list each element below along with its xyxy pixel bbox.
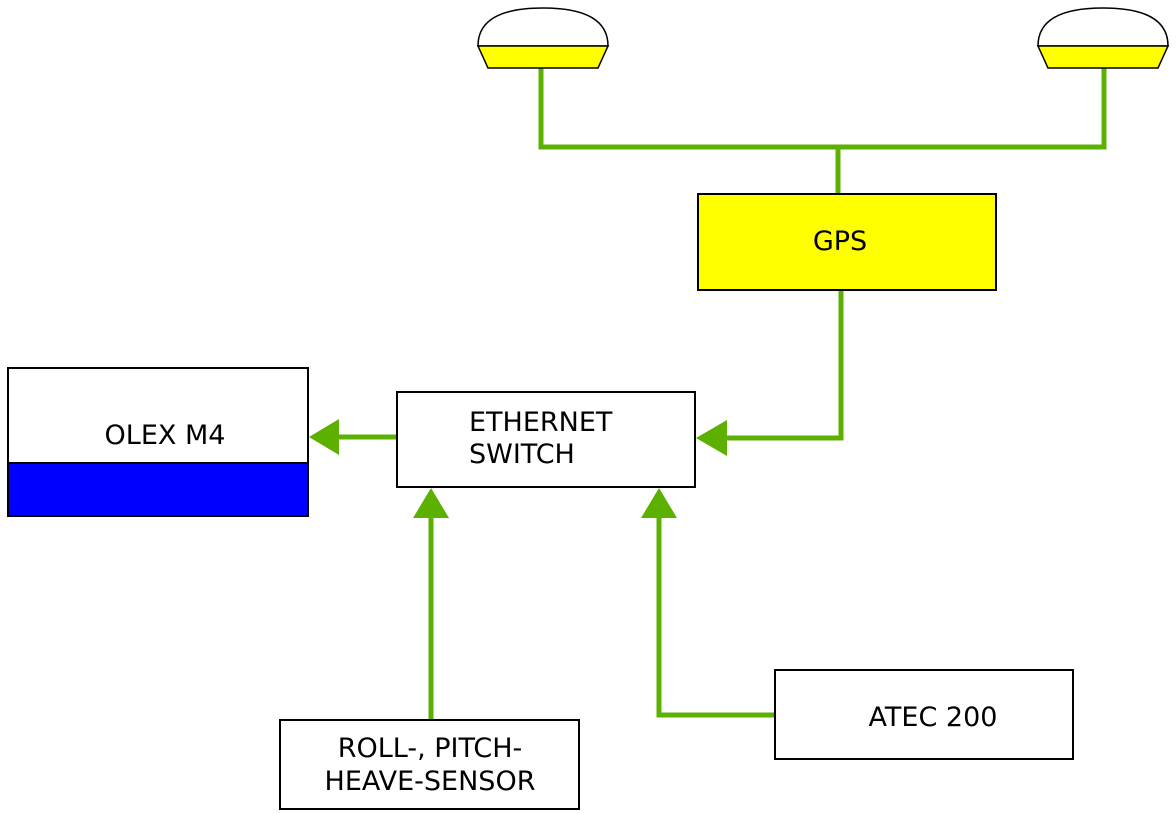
atec-label: ATEC 200 xyxy=(869,702,998,733)
gps-to-switch-line xyxy=(720,290,844,441)
arrowhead-switch-to-olex xyxy=(309,419,339,455)
arrowheads xyxy=(309,419,727,518)
sensor-label-line1: ROLL-, PITCH- xyxy=(338,733,523,764)
antenna-right-line xyxy=(838,68,1107,150)
switch-box-rect xyxy=(396,391,696,488)
atec-box-rect xyxy=(774,669,1074,760)
gps-antenna-right xyxy=(1036,7,1170,69)
arrowhead-gps-to-switch xyxy=(696,420,727,456)
arrowhead-atec-to-switch xyxy=(641,488,677,518)
ethernet-switch-box: ETHERNET SWITCH xyxy=(396,391,696,488)
antenna-left-line xyxy=(538,68,838,150)
gps-antenna-left xyxy=(476,7,610,69)
switch-label-line2: SWITCH xyxy=(469,439,575,470)
antenna-base xyxy=(476,45,610,69)
atec-box: ATEC 200 xyxy=(774,669,1074,760)
sensor-label-line2: HEAVE-SENSOR xyxy=(325,766,536,797)
atec-to-switch-line xyxy=(656,514,775,718)
motion-sensor-box: ROLL-, PITCH- HEAVE-SENSOR xyxy=(279,719,580,810)
gps-box: GPS xyxy=(697,193,997,291)
olex-box-top xyxy=(7,367,309,464)
olex-label: OLEX M4 xyxy=(105,420,226,451)
olex-box: OLEX M4 xyxy=(7,367,309,517)
olex-box-bottom xyxy=(7,462,309,517)
switch-label-line1: ETHERNET xyxy=(469,407,613,438)
antenna-base xyxy=(1036,45,1170,69)
gps-antenna-icon xyxy=(1037,7,1169,47)
gps-box-rect xyxy=(697,193,997,291)
arrowhead-sensor-to-switch xyxy=(413,488,449,518)
sensor-box-rect xyxy=(279,719,580,810)
gps-antenna-icon xyxy=(477,7,609,47)
gps-label: GPS xyxy=(813,226,867,257)
connections xyxy=(333,68,1107,720)
